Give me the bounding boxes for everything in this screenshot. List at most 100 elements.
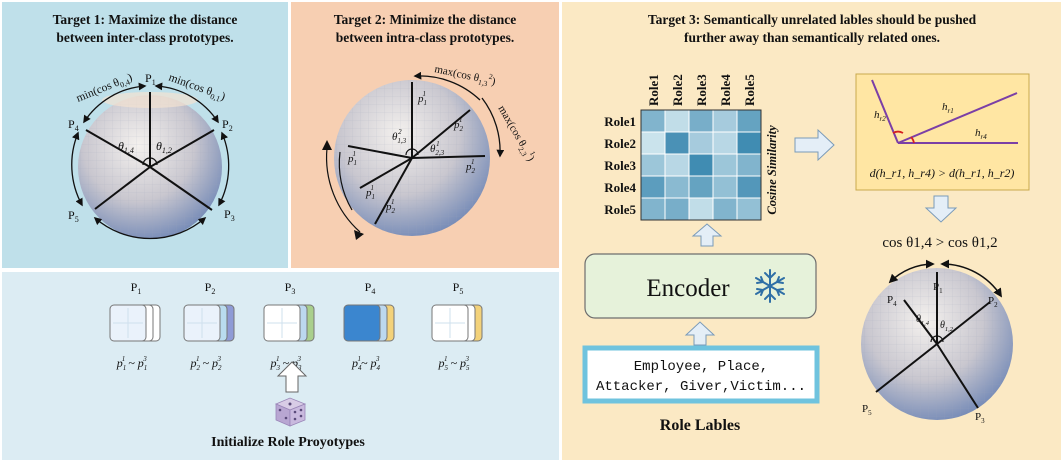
panel2-arrowhead-up: [322, 140, 332, 150]
panel2-theta23: θ2,31: [430, 140, 445, 157]
heatmap-cell: [736, 109, 762, 133]
distance-angle-right: [910, 136, 915, 144]
panel2-angle-arc: [405, 148, 419, 156]
role-labels-box: [582, 345, 820, 404]
panel3-theta12: θ1,2: [940, 320, 954, 333]
snowflake-icon: [755, 269, 785, 303]
card-title: P5: [453, 280, 464, 296]
panel3-label-p4: P4: [887, 294, 897, 308]
panel2-label-p2b: p21: [465, 158, 476, 175]
prototype-card-4: P4 p41~ p43: [343, 280, 395, 372]
card-range: p11 ~ p13: [116, 355, 147, 372]
panel2-prototype-lines: [347, 82, 486, 225]
heatmap-cell: [664, 175, 690, 199]
encoder-box: [584, 253, 817, 319]
heatmap-cell: [688, 197, 714, 221]
panel2-arrow-left-outer: [325, 147, 361, 233]
prototype-card-2: P2 p21 ~ p23: [183, 280, 235, 372]
heatmap-cell: [736, 175, 762, 199]
arrow-to-heatmap: [691, 223, 723, 247]
panel1-label-p1: P1: [145, 71, 156, 87]
role-labels-caption: Role Lables: [660, 417, 740, 434]
heatmap-cell: [688, 153, 714, 177]
heatmap-cell: [712, 197, 738, 221]
heatmap-cell: [712, 131, 738, 155]
panel1-label-p3: P3: [224, 207, 235, 223]
role-labels-line1: Employee, Place,: [634, 359, 768, 375]
heatmap-cell: [736, 131, 762, 155]
heatmap-row-header: Role2: [604, 136, 636, 151]
panel1-arrow-right: [218, 131, 230, 207]
panel2-label-p1c: p11: [365, 184, 375, 201]
panel2-label-p2a: p21: [453, 116, 464, 133]
role-labels-line2: Attacker, Giver,Victim...: [596, 379, 806, 395]
heatmap-col-header: Role4: [718, 74, 733, 106]
card-title: P4: [365, 280, 376, 296]
panel1-label-p2: P2: [222, 117, 233, 133]
card-title: P2: [205, 280, 216, 296]
cosine-similarity-label: Cosine Similarity: [765, 125, 779, 215]
panel3-label-p3: P3: [975, 411, 985, 425]
panel1-title-line2: between inter-class prototypes.: [56, 30, 233, 45]
panel1-arrow-left: [71, 131, 83, 207]
card-title: P3: [285, 280, 296, 296]
heatmap-cell: [664, 197, 690, 221]
panel2-label-p1b: p11: [347, 150, 357, 167]
heatmap-cell: [712, 109, 738, 133]
cos-formula: cos θ1,4 > cos θ1,2: [882, 235, 997, 251]
panel3-label-p2: P2: [988, 295, 998, 309]
panel3-angle-arc: [930, 335, 944, 343]
heatmap-col-header: Role5: [742, 74, 757, 106]
panel1-arrow-top-right: [154, 82, 219, 124]
distance-angle-left: [892, 130, 904, 134]
panel2-theta13: θ1,32: [392, 128, 407, 145]
panel2-title-line1: Target 2: Minimize the distance: [334, 12, 516, 27]
panel2-label-p2c: p21: [385, 198, 396, 215]
up-arrow-dice: [276, 361, 308, 393]
panel4-background: [2, 272, 559, 460]
card-range: p41~ p43: [351, 355, 381, 372]
heatmap-cell: [640, 131, 666, 155]
panel1-angle-arc: [142, 157, 158, 166]
distance-box: [855, 73, 1030, 191]
heatmap-cell: [688, 175, 714, 199]
card-title: P1: [131, 280, 142, 296]
dice-icon: [274, 397, 307, 427]
heatmap-cell: [712, 153, 738, 177]
arrow-to-cos-formula: [924, 195, 958, 223]
panel3-arrow-left: [888, 259, 935, 284]
heatmap-cell: [640, 153, 666, 177]
panel1-title-line1: Target 1: Maximize the distance: [53, 12, 238, 27]
heatmap-border: [640, 109, 762, 221]
panel3-prototype-lines: [875, 272, 991, 409]
heatmap-cell: [736, 197, 762, 221]
prototype-card-5: P5 p51 ~ p53: [431, 280, 483, 372]
card-range: p21 ~ p23: [190, 355, 223, 372]
arrow-to-encoder: [684, 321, 716, 346]
panel2-arrow-right: [481, 97, 505, 158]
heatmap-row-header: Role5: [604, 202, 636, 217]
panel1-arrow-bottom: [93, 216, 207, 240]
encoder-label: Encoder: [646, 275, 730, 302]
heatmap-row-header: Role4: [604, 180, 636, 195]
panel2-title-line2: between intra-class prototypes.: [336, 30, 515, 45]
panel1-theta12: θ1,2: [156, 139, 172, 155]
arrow-to-distance-box: [794, 128, 835, 162]
panel3-label-p5: P5: [862, 403, 872, 417]
heatmap-cell: [664, 109, 690, 133]
prototype-card-1: P1 p11 ~ p13: [109, 280, 161, 372]
heatmap-cell: [640, 197, 666, 221]
panel1-theta14: θ1,4: [118, 139, 134, 155]
heatmap-cell: [712, 175, 738, 199]
panel4-caption: Initialize Role Proyotypes: [211, 435, 365, 450]
heatmap-cell: [664, 153, 690, 177]
label-h-r1: hr1: [942, 101, 954, 115]
panel3-label-p1: P1: [933, 281, 943, 295]
card-range: p51 ~ p53: [438, 355, 471, 372]
heatmap-cell: [688, 131, 714, 155]
